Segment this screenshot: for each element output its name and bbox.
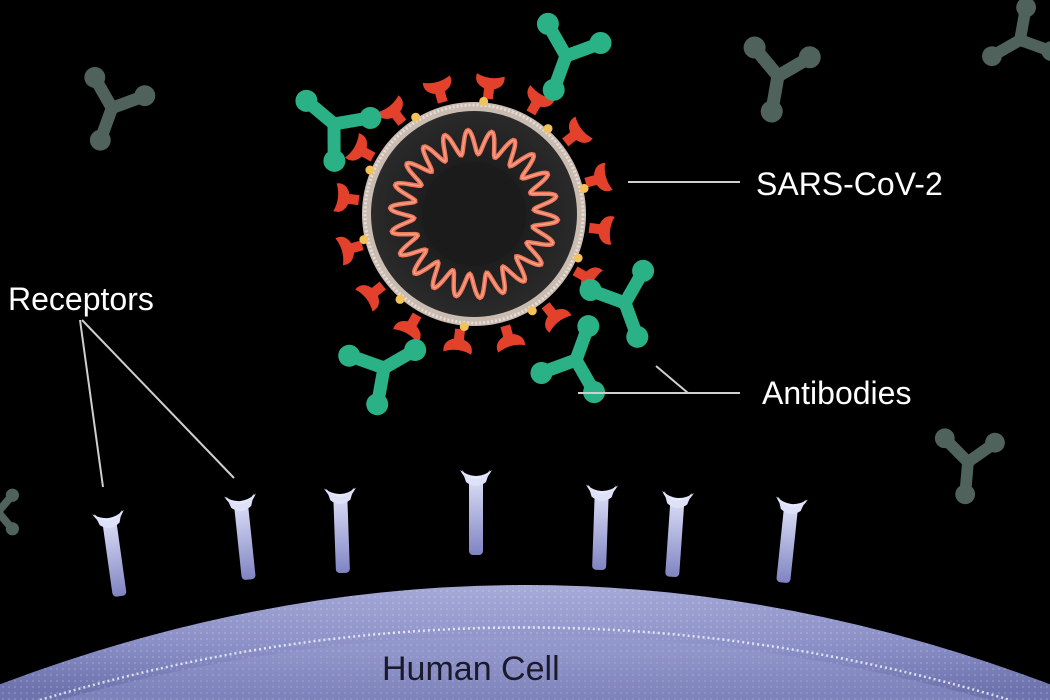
antibody-icon xyxy=(295,89,382,172)
spike-protein xyxy=(476,73,505,100)
virus-label: SARS-CoV-2 xyxy=(756,166,943,202)
antibody-icon xyxy=(743,36,821,123)
spike-protein xyxy=(335,236,364,266)
cell-label: Human Cell xyxy=(382,650,560,688)
antibody-icon xyxy=(338,339,427,416)
spike-protein xyxy=(584,162,613,192)
antibody-icon xyxy=(982,0,1050,67)
spike-protein xyxy=(496,324,526,353)
receptor-icon xyxy=(776,496,808,583)
spike-protein xyxy=(526,85,555,116)
receptor-icon xyxy=(92,509,127,597)
virus-icon xyxy=(333,73,615,355)
spike-protein xyxy=(393,312,422,343)
antibody-icon xyxy=(579,259,655,348)
antibodies-label: Antibodies xyxy=(762,375,911,411)
spike-protein xyxy=(355,281,386,312)
spike-protein xyxy=(443,328,472,355)
spike-protein xyxy=(376,95,407,126)
spike-protein xyxy=(562,116,593,147)
antibody-icon xyxy=(530,315,606,404)
leader-lines xyxy=(79,181,740,488)
spike-protein xyxy=(541,302,572,333)
spike-protein xyxy=(422,75,452,104)
free-antibodies-group xyxy=(0,0,1050,536)
receptor-icon xyxy=(224,493,256,580)
receptor-icon xyxy=(324,487,356,574)
spike-protein xyxy=(333,183,360,212)
receptors-group xyxy=(92,470,808,597)
receptor-leader-line-1 xyxy=(79,319,104,488)
receptor-icon xyxy=(662,490,694,578)
spike-protein xyxy=(345,133,376,162)
antibody-icon xyxy=(536,12,612,101)
antibody-icon xyxy=(0,488,20,536)
receptors-label: Receptors xyxy=(8,281,154,317)
antibody-icon xyxy=(84,67,156,151)
spike-protein xyxy=(588,216,615,245)
receptor-leader-line-2 xyxy=(81,319,235,479)
receptor-icon xyxy=(460,470,492,555)
human-cell-icon xyxy=(0,585,1050,700)
bound-antibodies-group xyxy=(295,12,655,416)
receptor-icon xyxy=(586,484,618,571)
antibodies-leader-line-2 xyxy=(655,365,689,394)
antibody-icon xyxy=(934,428,1005,505)
